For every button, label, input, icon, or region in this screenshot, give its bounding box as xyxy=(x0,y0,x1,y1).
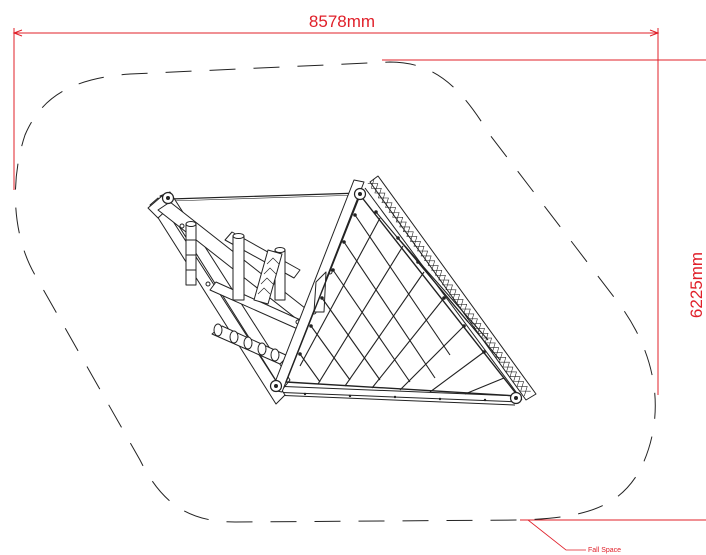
width-dimension xyxy=(12,28,660,395)
climbing-frame xyxy=(147,175,537,406)
hypotenuse-zigzag xyxy=(367,183,528,397)
fall-space-label: Fall Space xyxy=(588,547,621,554)
height-dimension xyxy=(382,59,706,521)
height-dimension-label: 6225mm xyxy=(687,252,706,318)
width-dimension-label: 8578mm xyxy=(309,12,375,31)
fall-space-boundary xyxy=(14,61,656,523)
hypotenuse-zigzag-alt xyxy=(370,178,531,392)
hypotenuse-ladder-pattern xyxy=(367,178,531,397)
fall-space-leader xyxy=(527,519,586,551)
